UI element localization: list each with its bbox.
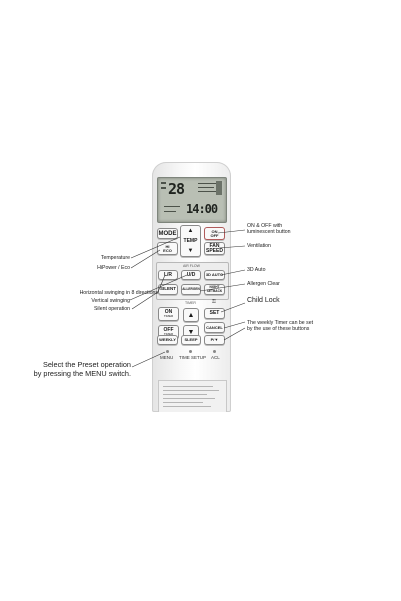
allergen-button[interactable]: ALLERGEN: [181, 284, 201, 295]
annotation-onoff: ON & OFF with luminescent button: [247, 223, 291, 235]
annotation-ventilation: Ventilation: [247, 243, 271, 249]
set-button[interactable]: SET: [204, 308, 225, 319]
acl-indicator-dot: [213, 350, 216, 353]
setback-label: SETBACK: [206, 288, 223, 293]
time-setup-indicator-dot: [189, 350, 192, 353]
acl-switch-label[interactable]: ACL: [211, 355, 220, 360]
speed-label: SPEED: [206, 247, 223, 254]
fan-speed-button[interactable]: FAN SPEED: [204, 242, 225, 255]
temp-down-icon[interactable]: ▼: [187, 248, 194, 254]
mode-button[interactable]: MODE: [157, 228, 178, 239]
card-text-line: [163, 386, 213, 387]
annotation-allergen-clear: Allergen Clear: [247, 281, 280, 287]
annotation-onoff-line2: luminescent button: [247, 229, 291, 236]
lcd-segment: [161, 182, 166, 184]
lcd-segment: [164, 211, 176, 212]
lcd-display: 28 14:00: [157, 177, 227, 223]
on-timer-button[interactable]: ON TIMER: [158, 307, 179, 321]
annotation-weekly-line2: by the use of these buttons: [247, 326, 310, 333]
off-timer-label: OFF: [163, 327, 174, 333]
on-off-button[interactable]: ON OFF: [204, 227, 225, 240]
timer-up-button[interactable]: ▲: [183, 308, 199, 322]
eco-label: ECO: [163, 247, 172, 253]
off-timer-sub: TIMER: [163, 332, 174, 336]
temp-rocker[interactable]: ▲ TEMP ▼: [180, 225, 201, 257]
3d-auto-button[interactable]: 3D AUTO: [204, 270, 225, 280]
annotation-hipower-eco: HiPower / Eco: [97, 265, 130, 271]
menu-switch-label[interactable]: MENU: [160, 355, 174, 360]
annotation-preset-line1: Select the Preset operation: [42, 360, 131, 369]
lcd-segment: [198, 191, 218, 192]
ud-swing-button[interactable]: U/D: [181, 270, 201, 280]
temp-up-icon[interactable]: ▲: [187, 228, 194, 234]
annotation-child-lock: Child Lock: [247, 297, 280, 304]
annotation-preset-line2: by pressing the MENU switch.: [33, 368, 131, 378]
off-label: OFF: [210, 232, 219, 238]
time-setup-switch-label[interactable]: TIME SETUP: [179, 355, 207, 360]
air-flow-label: AIR FLOW: [183, 264, 200, 268]
annotation-preset: Select the Preset operation by pressing …: [18, 360, 131, 379]
lcd-clock: 14:00: [186, 202, 218, 216]
annotation-vertical-swinging: Vertical swinging: [91, 298, 130, 304]
card-text-line: [163, 406, 211, 407]
fan-label: FAN: [209, 242, 220, 249]
annotation-silent-operation: Silent operation: [93, 306, 130, 312]
weekly-button[interactable]: WEEKLY: [157, 335, 178, 345]
on-timer-label: ON: [164, 309, 173, 315]
annotation-weekly-line1: The weekly Timer can be set: [247, 320, 314, 326]
temp-label: TEMP: [183, 237, 198, 244]
lcd-segment: [164, 206, 180, 207]
menu-indicator-dot: [166, 350, 169, 353]
timer-label: TIMER: [185, 301, 196, 305]
on-timer-sub: TIMER: [163, 314, 174, 318]
card-text-line: [163, 402, 203, 403]
instruction-card: [158, 380, 227, 412]
cancel-button[interactable]: CANCEL: [204, 322, 225, 333]
lcd-temperature: 28: [168, 180, 185, 198]
annotation-3d-auto: 3D Auto: [247, 267, 266, 273]
lock-icon: ⚿: [212, 299, 216, 305]
annotation-weekly: The weekly Timer can be set by the use o…: [247, 320, 313, 332]
card-text-line: [163, 398, 215, 399]
annotation-horizontal-swinging: Horizontal swinging in 8 directions: [79, 290, 158, 296]
lcd-segment: [198, 183, 220, 184]
lcd-bar-indicator: [216, 181, 222, 195]
sleep-button[interactable]: SLEEP: [181, 335, 201, 345]
annotation-temperature: Temperature: [100, 255, 130, 261]
card-text-line: [163, 394, 207, 395]
lcd-segment: [198, 187, 214, 188]
silent-button[interactable]: SILENT: [158, 284, 178, 295]
lcd-segment: [161, 187, 166, 189]
card-text-line: [163, 390, 219, 391]
night-setback-button[interactable]: NIGHT SETBACK: [204, 284, 225, 295]
on-label: ON: [211, 228, 218, 234]
remote-control: 28 14:00 MODE ON OFF ▲ TEMP ▼ HI ECO FAN…: [152, 162, 231, 412]
program-button[interactable]: P/▼: [204, 335, 225, 345]
lr-swing-button[interactable]: L/R: [158, 270, 178, 280]
annotation-onoff-line1: ON & OFF with: [247, 223, 283, 229]
hipower-eco-button[interactable]: HI ECO: [157, 242, 178, 255]
